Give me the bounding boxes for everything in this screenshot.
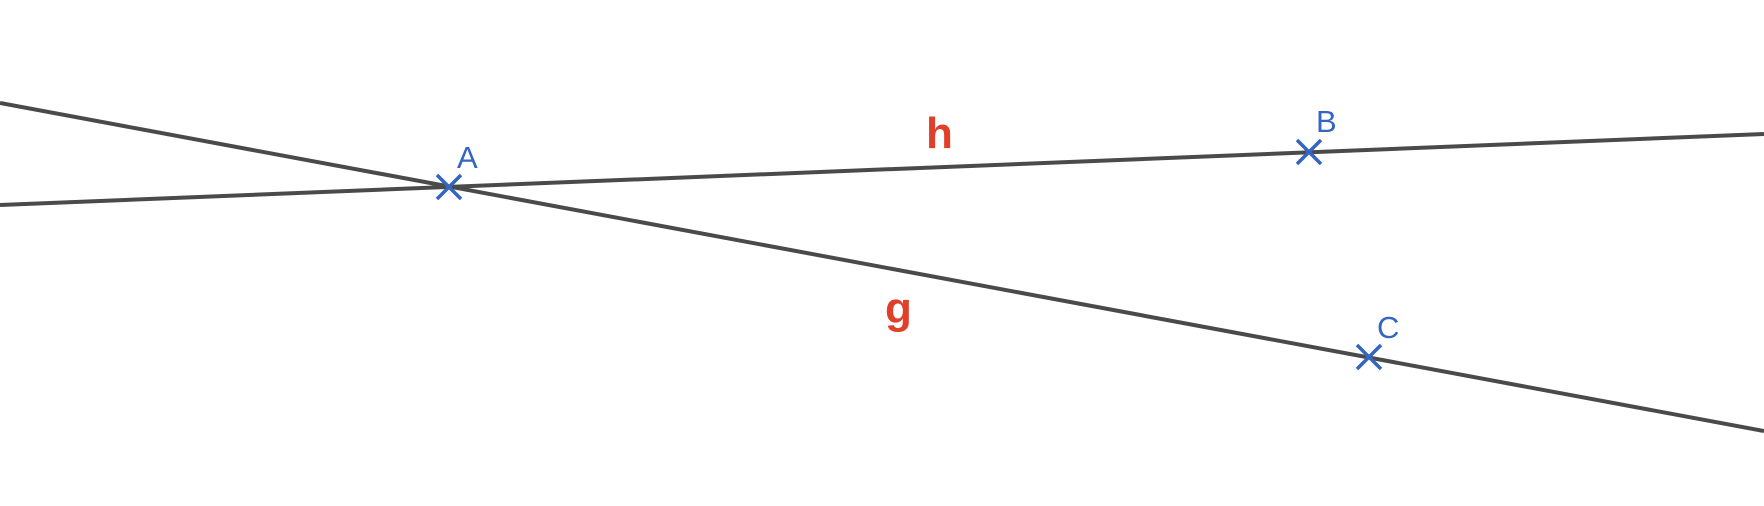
point-b-cross-stroke-2 xyxy=(1295,138,1323,166)
line-label-g: g xyxy=(885,284,912,333)
point-label-c: C xyxy=(1377,310,1399,345)
point-label-a: A xyxy=(457,140,478,175)
point-c-cross-stroke-2 xyxy=(1355,343,1383,371)
point-c[interactable] xyxy=(1355,343,1383,371)
point-a-cross-stroke-2 xyxy=(435,173,463,201)
line-label-h: h xyxy=(926,109,953,158)
point-a[interactable] xyxy=(435,173,463,201)
line-g[interactable] xyxy=(0,101,1764,433)
point-b[interactable] xyxy=(1295,138,1323,166)
line-h[interactable] xyxy=(0,132,1764,207)
point-label-b: B xyxy=(1316,104,1337,139)
